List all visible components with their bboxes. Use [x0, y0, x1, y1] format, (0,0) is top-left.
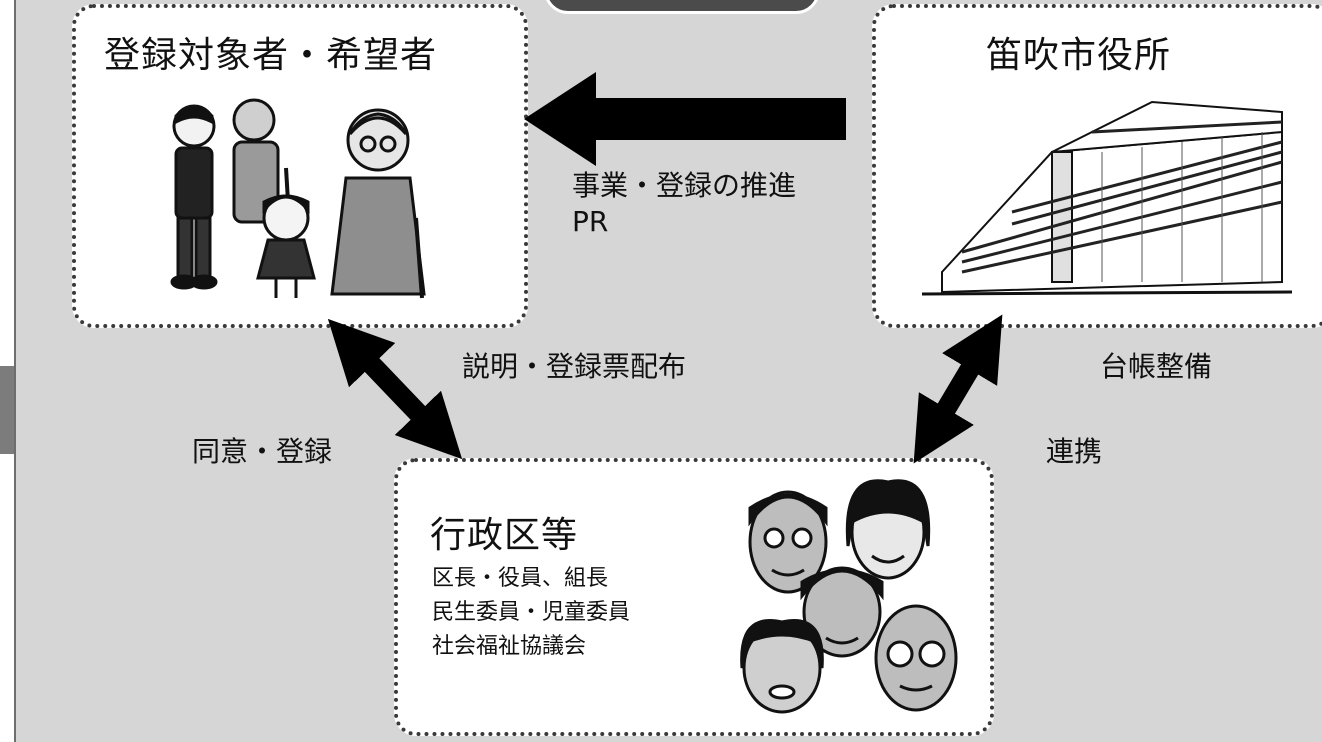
member-item: 区長・役員、組長	[432, 566, 609, 591]
explanation-label: 説明・登録票配布	[462, 350, 687, 383]
city-hall-box: 笛吹市役所	[872, 4, 1322, 328]
promotion-label-line2: PR	[572, 205, 609, 238]
promotion-label-line1: 事業・登録の推進	[572, 169, 797, 202]
ledger-label: 台帳整備	[1100, 350, 1213, 383]
arrow-registrants-admin	[327, 318, 463, 460]
administrative-district-box: 行政区等 区長・役員、組長 民生委員・児童委員 社会福祉協議会	[394, 458, 994, 736]
diagram-canvas: 登録対象者・希望者	[14, 0, 1322, 742]
cooperation-label: 連携	[1046, 435, 1103, 468]
administrative-district-title: 行政区等	[430, 515, 579, 556]
member-list: 区長・役員、組長 民生委員・児童委員 社会福祉協議会	[432, 562, 630, 664]
promotion-label: 事業・登録の推進 PR	[572, 168, 796, 240]
agreement-label: 同意・登録	[192, 435, 333, 468]
arrow-cityhall-admin	[913, 314, 1003, 464]
registrants-title: 登録対象者・希望者	[104, 35, 438, 76]
city-hall-title: 笛吹市役所	[986, 35, 1172, 76]
arrow-cityhall-to-registrants	[524, 72, 846, 166]
city-hall-building-icon	[921, 100, 1293, 296]
member-item: 社会福祉協議会	[432, 634, 587, 659]
registrants-box: 登録対象者・希望者	[72, 4, 528, 328]
community-faces-icon	[740, 479, 958, 714]
member-item: 民生委員・児童委員	[432, 600, 631, 625]
arrows-layer	[327, 72, 1003, 464]
people-family-icon	[170, 98, 426, 299]
